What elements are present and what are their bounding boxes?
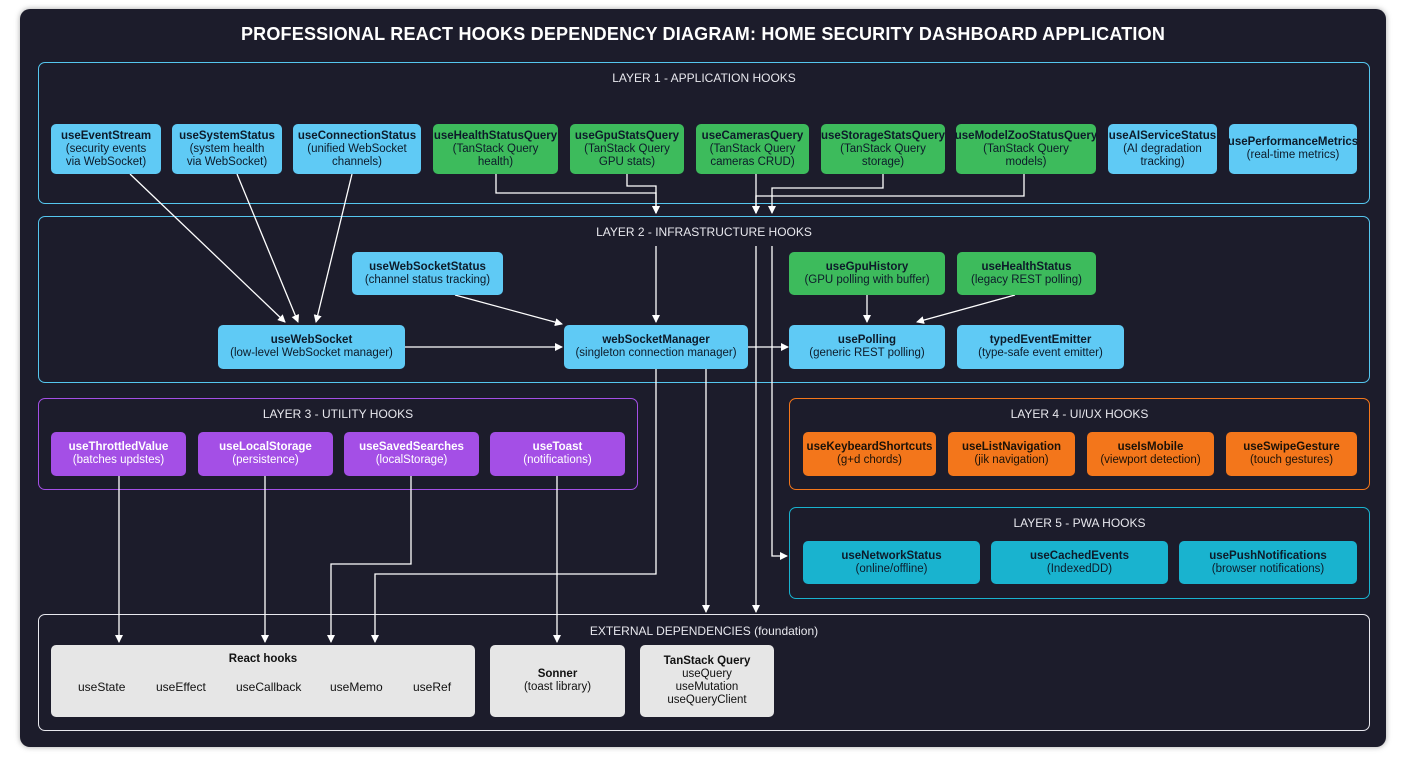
node-use-toast[interactable]: useToast(notifications) bbox=[490, 432, 625, 476]
node-use-system-status[interactable]: useSystemStatus(system health via WebSoc… bbox=[172, 124, 282, 174]
edge-to-pwa bbox=[771, 246, 788, 560]
node-use-throttled-value[interactable]: useThrottledValue(batches updstes) bbox=[51, 432, 186, 476]
layer-1-frame bbox=[38, 62, 1370, 204]
node-use-polling[interactable]: usePolling(generic REST polling) bbox=[789, 325, 945, 369]
edge-wsstatus-wsmanager bbox=[454, 294, 563, 327]
layer-4-label: LAYER 4 - UI/UX HOOKS bbox=[1010, 407, 1149, 421]
layer-4-frame bbox=[789, 398, 1370, 490]
node-use-swipe-gesture[interactable]: useSwipeGesture(touch gestures) bbox=[1226, 432, 1357, 476]
edge-storage-down bbox=[768, 174, 884, 214]
layer-5-label: LAYER 5 - PWA HOOKS bbox=[1013, 516, 1146, 530]
diagram-title: PROFESSIONAL REACT HOOKS DEPENDENCY DIAG… bbox=[240, 24, 1166, 44]
node-use-list-navigation[interactable]: useListNavigation(jik navigation) bbox=[948, 432, 1075, 476]
layer-3-label: LAYER 3 - UTILITY HOOKS bbox=[262, 407, 414, 421]
edge-connectionstatus-websocket bbox=[313, 173, 353, 323]
node-use-ai-service-status[interactable]: useAIServiceStatus(AI degradation tracki… bbox=[1108, 124, 1217, 174]
node-use-event-stream[interactable]: useEventStream(security events via WebSo… bbox=[51, 124, 161, 174]
react-hooks-title: React hooks bbox=[228, 653, 298, 665]
node-sonner[interactable]: Sonner(toast library) bbox=[490, 645, 625, 717]
layer-3-frame bbox=[38, 398, 638, 490]
layer-2-frame bbox=[38, 216, 1370, 383]
node-use-performance-metrics[interactable]: usePerformanceMetrics(real-time metrics) bbox=[1228, 124, 1358, 174]
node-use-connection-status[interactable]: useConnectionStatus(unified WebSocket ch… bbox=[293, 124, 421, 174]
node-use-keyboard-shortcuts[interactable]: useKeybeardShortcuts(g+d chords) bbox=[803, 432, 936, 476]
node-use-cameras-query[interactable]: useCamerasQuery(TanStack Query cameras C… bbox=[696, 124, 809, 174]
react-hook-useref: useRef bbox=[413, 680, 452, 694]
node-use-health-status[interactable]: useHealthStatus(legacy REST polling) bbox=[957, 252, 1096, 295]
node-use-health-status-query[interactable]: useHealthStatusQuery(TanStack Query heal… bbox=[433, 124, 558, 174]
external-frame bbox=[38, 614, 1370, 731]
edge-savedsearches-react bbox=[327, 476, 412, 643]
edge-healthstatus-polling bbox=[916, 294, 1016, 324]
node-use-storage-stats-query[interactable]: useStorageStatsQuery(TanStack Query stor… bbox=[821, 124, 945, 174]
edge-wsmanager-reacthooks bbox=[371, 369, 657, 643]
node-use-is-mobile[interactable]: useIsMobile(viewport detection) bbox=[1087, 432, 1214, 476]
react-hook-usememo: useMemo bbox=[330, 680, 383, 694]
node-use-model-zoo-status-query[interactable]: useModelZooStatusQuery(TanStack Query mo… bbox=[955, 124, 1097, 174]
node-use-websocket[interactable]: useWebSocket(low-level WebSocket manager… bbox=[218, 325, 405, 369]
edge-modelzoo-down bbox=[752, 174, 1025, 214]
node-react-hooks[interactable]: React hooks bbox=[51, 645, 475, 717]
node-use-local-storage[interactable]: useLocalStorage(persistence) bbox=[198, 432, 333, 476]
node-typed-event-emitter[interactable]: typedEventEmitter(type-safe event emitte… bbox=[957, 325, 1124, 369]
node-use-websocket-status[interactable]: useWebSocketStatus(channel status tracki… bbox=[352, 252, 503, 295]
edge-gpuquery-down bbox=[626, 174, 660, 214]
node-use-cached-events[interactable]: useCachedEvents(IndexedDD) bbox=[991, 541, 1168, 584]
react-hook-usecallback: useCallback bbox=[236, 680, 302, 694]
node-use-push-notifications[interactable]: usePushNotifications(browser notificatio… bbox=[1179, 541, 1357, 584]
edge-eventstream-websocket bbox=[129, 173, 286, 323]
layer-2-label: LAYER 2 - INFRASTRUCTURE HOOKS bbox=[596, 225, 812, 239]
edge-systemstatus-websocket bbox=[236, 173, 300, 323]
node-use-gpu-history[interactable]: useGpuHistory(GPU polling with buffer) bbox=[789, 252, 945, 295]
react-hook-useeffect: useEffect bbox=[156, 680, 206, 694]
react-hook-usestate: useState bbox=[78, 680, 126, 694]
node-use-network-status[interactable]: useNetworkStatus(online/offline) bbox=[803, 541, 980, 584]
layer-5-frame bbox=[789, 507, 1370, 599]
node-use-saved-searches[interactable]: useSavedSearches(localStorage) bbox=[344, 432, 479, 476]
external-label: EXTERNAL DEPENDENCIES (foundation) bbox=[589, 624, 819, 638]
layer-1-label: LAYER 1 - APPLICATION HOOKS bbox=[612, 71, 796, 85]
node-use-gpu-stats-query[interactable]: useGpuStatsQuery(TanStack Query GPU stat… bbox=[570, 124, 684, 174]
edge-healthquery-down bbox=[495, 174, 660, 214]
node-websocket-manager[interactable]: webSocketManager(singleton connection ma… bbox=[564, 325, 748, 369]
